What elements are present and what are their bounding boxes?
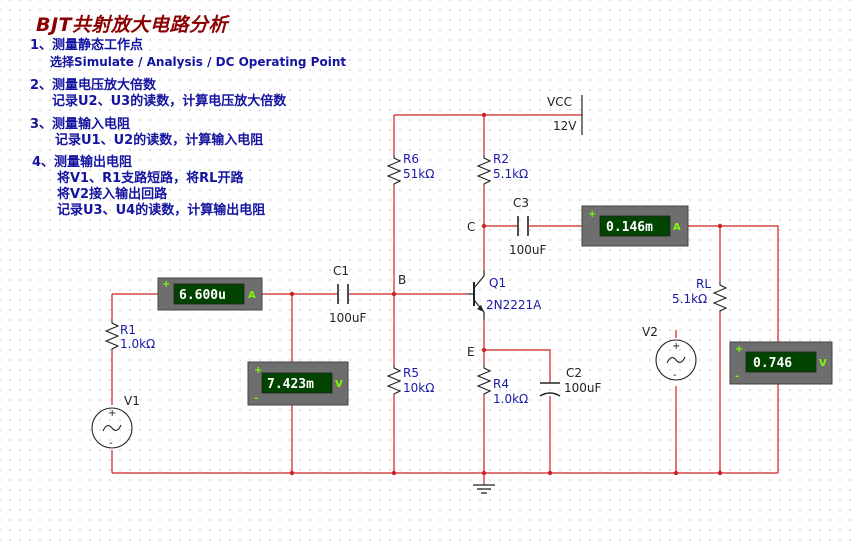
step-2-detail: 记录U2、U3的读数，计算电压放大倍数 [52,94,287,109]
resistor-r5[interactable]: R5 10kΩ [386,365,434,395]
meter-u4-voltmeter[interactable]: 0.746 + - V [729,341,833,385]
resistor-r2[interactable]: R2 5.1kΩ [476,152,528,185]
node-e-label: E [467,345,475,359]
c3-name: C3 [513,196,529,210]
resistor-rl[interactable]: RL 5.1kΩ [672,277,728,312]
r2-name: R2 [493,152,509,166]
junction-dots [289,112,723,476]
resistor-r1[interactable]: R1 1.0kΩ [104,320,155,351]
u1-plus: + [162,279,170,290]
u3-unit: A [673,222,681,233]
c2-value: 100uF [564,381,602,395]
svg-text:+: + [672,341,680,352]
u2-minus: - [254,393,258,404]
ground-symbol [473,484,495,494]
meter-u2-voltmeter[interactable]: 7.423m + - V [247,361,349,406]
resistor-r6[interactable]: R6 51kΩ [386,152,434,185]
step-2-heading: 2、测量电压放大倍数 [30,78,157,93]
r4-value: 1.0kΩ [493,392,528,406]
u1-reading: 6.600u [179,288,226,303]
u2-unit: V [335,379,343,390]
vcc-supply[interactable]: VCC 12V [547,95,583,135]
page-title: BJT共射放大电路分析 [36,14,229,36]
meter-u1-ammeter[interactable]: 6.600u + A [157,277,263,311]
svg-text:-: - [109,438,113,449]
r6-value: 51kΩ [403,167,434,181]
u4-reading: 0.746 [753,356,792,371]
v1-name: V1 [124,394,140,408]
capacitor-c2[interactable]: C2 100uF [539,366,602,397]
ac-source-v2[interactable]: + - V2 [642,325,697,381]
svg-text:-: - [673,370,677,381]
capacitor-c3[interactable]: C3 100uF [509,196,547,257]
q1-name: Q1 [489,276,506,290]
meter-u3-ammeter[interactable]: 0.146m + A [581,205,689,247]
vcc-label: VCC [547,95,572,109]
step-4-detail-2: 将V2接入输出回路 [57,187,168,202]
step-4-detail-3: 记录U3、U4的读数，计算输出电阻 [57,203,266,218]
r1-value: 1.0kΩ [120,337,155,351]
step-1-heading: 1、测量静态工作点 [30,38,144,53]
rl-value: 5.1kΩ [672,292,707,306]
u4-unit: V [819,358,827,369]
step-1-detail: 选择Simulate / Analysis / DC Operating Poi… [50,55,347,69]
v2-name: V2 [642,325,658,339]
node-b-label: B [398,273,406,287]
u2-plus: + [254,365,262,376]
u4-minus: - [735,371,739,382]
rl-name: RL [696,277,711,291]
step-3-heading: 3、测量输入电阻 [30,117,131,132]
c3-value: 100uF [509,243,547,257]
c1-name: C1 [333,264,349,278]
r5-name: R5 [403,366,419,380]
u3-plus: + [588,209,596,220]
r2-value: 5.1kΩ [493,167,528,181]
u1-unit: A [248,290,256,301]
c2-name: C2 [566,366,582,380]
resistor-r4[interactable]: R4 1.0kΩ [476,365,528,406]
r6-name: R6 [403,152,419,166]
u4-plus: + [735,344,743,355]
transistor-q1[interactable]: Q1 2N2221A [468,270,542,320]
node-c-label: C [467,220,475,234]
step-4-heading: 4、测量输出电阻 [32,155,133,170]
ac-source-v1[interactable]: + - V1 [91,394,140,449]
circuit-wires [111,114,779,485]
c1-value: 100uF [329,311,367,325]
step-4-detail-1: 将V1、R1支路短路，将RL开路 [57,171,244,186]
svg-text:+: + [108,408,116,419]
u2-reading: 7.423m [267,377,314,392]
r4-name: R4 [493,377,509,391]
capacitor-c1[interactable]: C1 100uF [329,264,367,325]
u3-reading: 0.146m [606,220,653,235]
vcc-value: 12V [553,119,577,133]
r5-value: 10kΩ [403,381,434,395]
r1-name: R1 [120,323,136,337]
q1-value: 2N2221A [486,298,542,312]
step-3-detail: 记录U1、U2的读数，计算输入电阻 [55,133,264,148]
